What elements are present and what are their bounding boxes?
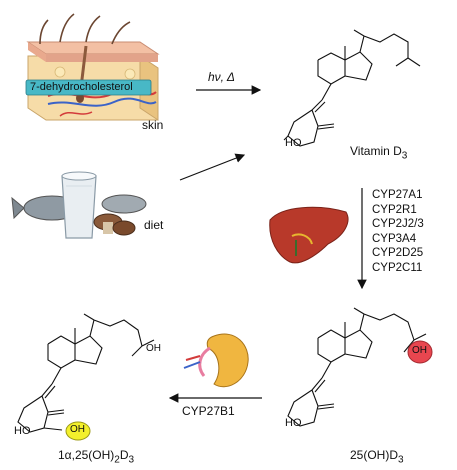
oh-highlight-yellow (65, 421, 91, 441)
kidney-illustration (183, 333, 249, 388)
liver-enzyme: CYP3A4 (372, 232, 417, 245)
skin-caption: skin (142, 118, 164, 132)
25-hydroxy-d3-structure (287, 307, 427, 427)
diet-illustration (11, 171, 147, 239)
calcitriol-sub2: 3 (128, 454, 135, 466)
liver-enzyme: CYP2D25 (372, 247, 424, 259)
25ohd3-subscript: 3 (398, 454, 404, 466)
oh-25-label: OH (412, 345, 427, 356)
oh-highlight-red (407, 340, 433, 364)
vitamin-d3-structure (283, 29, 421, 147)
arrow-diet-to-vitamin (179, 153, 246, 181)
25ohd3-name: 25(OH)D3 (350, 448, 404, 465)
liver-enzyme: CYP27A1 (372, 189, 423, 201)
vitamin-d3-name: Vitamin D3 (350, 144, 407, 161)
kidney-enzyme: CYP27B1 (182, 404, 235, 418)
25ohd3-name-text: 25(OH)D (350, 448, 399, 462)
calcitriol-sub1: 2 (114, 454, 120, 466)
calcitriol-oh-label: OH (70, 424, 85, 435)
diet-caption: diet (144, 218, 164, 232)
precursor-label: 7-dehydrocholesterol (30, 81, 133, 93)
calcitriol-name-prefix: 1α,25(OH) (58, 448, 115, 462)
liver-enzyme: CYP2J2/3 (372, 218, 424, 230)
precursor-tag (25, 79, 152, 96)
25ohd3-ho-label: HO (285, 417, 302, 429)
calcitriol-structure (17, 313, 155, 433)
skin-illustration (26, 13, 160, 121)
calcitriol-name: 1α,25(OH)2D3 (58, 448, 134, 465)
liver-illustration (269, 206, 349, 264)
reaction-conditions: hν, Δ (208, 70, 235, 84)
liver-enzyme: CYP2R1 (372, 203, 417, 216)
liver-enzyme-list: CYP27A1 CYP2R1 CYP2J2/3 CYP3A4 CYP2D25 C… (372, 188, 424, 275)
liver-enzyme: CYP2C11 (372, 261, 423, 274)
vitd3-ho-label: HO (285, 137, 302, 149)
calcitriol-side-oh: OH (146, 343, 161, 354)
vitamin-d3-name-text: Vitamin D (350, 144, 402, 158)
calcitriol-name-mid: D (119, 448, 129, 462)
calcitriol-ho-label: HO (14, 425, 31, 437)
vitamin-d3-subscript: 3 (401, 150, 408, 162)
